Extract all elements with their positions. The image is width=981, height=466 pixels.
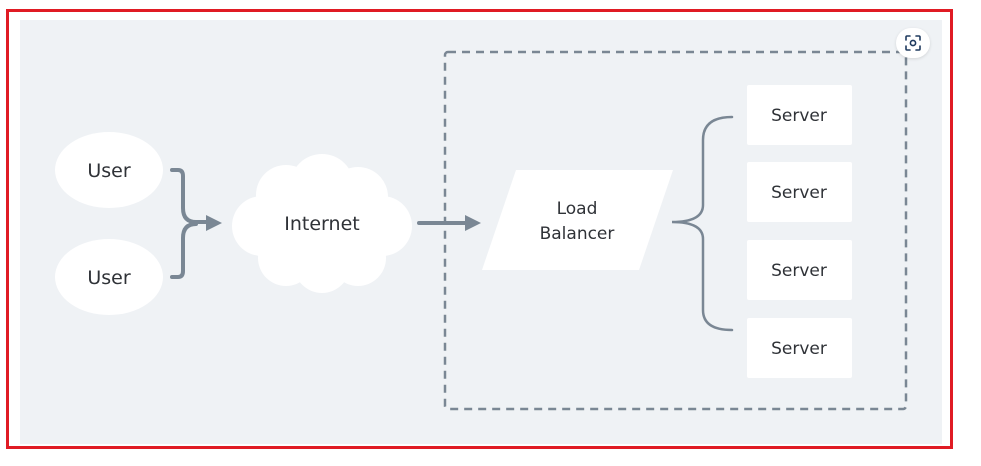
internet-cloud: Internet [232,154,412,293]
server-label: Server [771,183,827,203]
screenshot-button[interactable] [896,28,930,58]
load-balancer-label-line1: Load [557,199,598,219]
server-label: Server [771,261,827,281]
user-node: User [55,239,163,315]
load-balancer-node: Load Balancer [482,170,673,270]
user-label: User [87,160,130,182]
arrow-head [206,215,222,231]
load-balancer-label-line2: Balancer [540,224,615,244]
screenshot-icon [905,35,921,51]
backend-boundary [443,50,908,411]
server-label: Server [771,106,827,126]
server-node: Server [747,240,852,300]
server-node: Server [747,85,852,145]
user-label: User [87,267,130,289]
server-fanout-brace [671,115,734,332]
server-node: Server [747,162,852,222]
server-node: Server [747,318,852,378]
server-label: Server [771,339,827,359]
user-merge-connector [170,168,208,224]
internet-label: Internet [284,213,359,235]
user-node: User [55,132,163,208]
user-merge-connector [170,222,198,279]
arrow-head [465,215,481,231]
